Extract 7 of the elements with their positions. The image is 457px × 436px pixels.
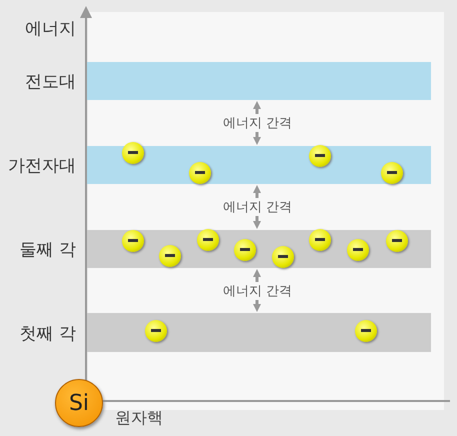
band-label: 둘째 각: [20, 239, 76, 261]
band-label: 첫째 각: [20, 322, 76, 344]
nucleus-circle: Si: [55, 379, 103, 427]
nucleus-label: 원자핵: [115, 408, 163, 429]
axis-label: 에너지: [25, 18, 76, 40]
band-label: 가전자대: [8, 155, 76, 177]
band-label: 전도대: [25, 71, 76, 93]
